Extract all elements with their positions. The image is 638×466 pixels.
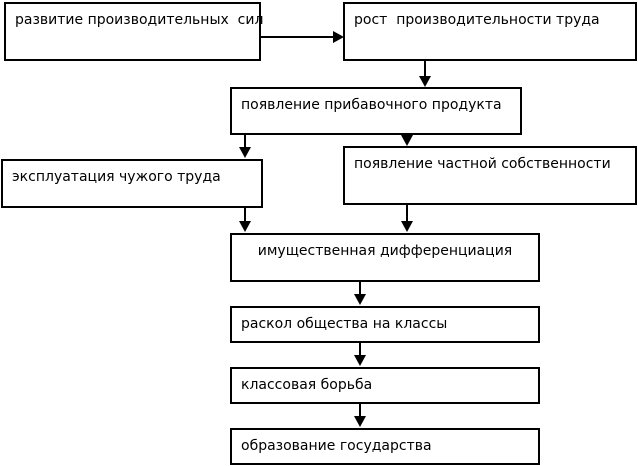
node-exploitation-of-others-labor: эксплуатация чужого труда [1, 159, 263, 208]
arrow-surplus-to-exploitation [239, 135, 251, 158]
node-property-differentiation: имущественная дифференциация [230, 233, 540, 282]
arrow-property-to-differentiation [401, 205, 413, 232]
node-class-struggle: классовая борьба [230, 367, 540, 404]
arrow-productivity-to-surplus [419, 61, 431, 87]
node-private-property-emergence: появление частной собственности [343, 146, 637, 205]
node-surplus-product-emergence: появление прибавочного продукта [230, 87, 522, 135]
node-productive-forces-development: развитие производительных сил [4, 2, 263, 61]
node-state-formation: образование государства [230, 428, 540, 465]
arrow-forces-to-productivity [261, 31, 344, 43]
arrow-classes-to-struggle [354, 343, 366, 366]
node-society-split-into-classes: раскол общества на классы [230, 306, 540, 343]
arrow-struggle-to-state [354, 404, 366, 427]
arrow-exploitation-to-differentiation [239, 208, 251, 232]
arrow-surplus-to-property [401, 135, 413, 146]
node-labor-productivity-growth: рост производительности труда [343, 2, 637, 61]
arrow-differentiation-to-classes [354, 282, 366, 305]
